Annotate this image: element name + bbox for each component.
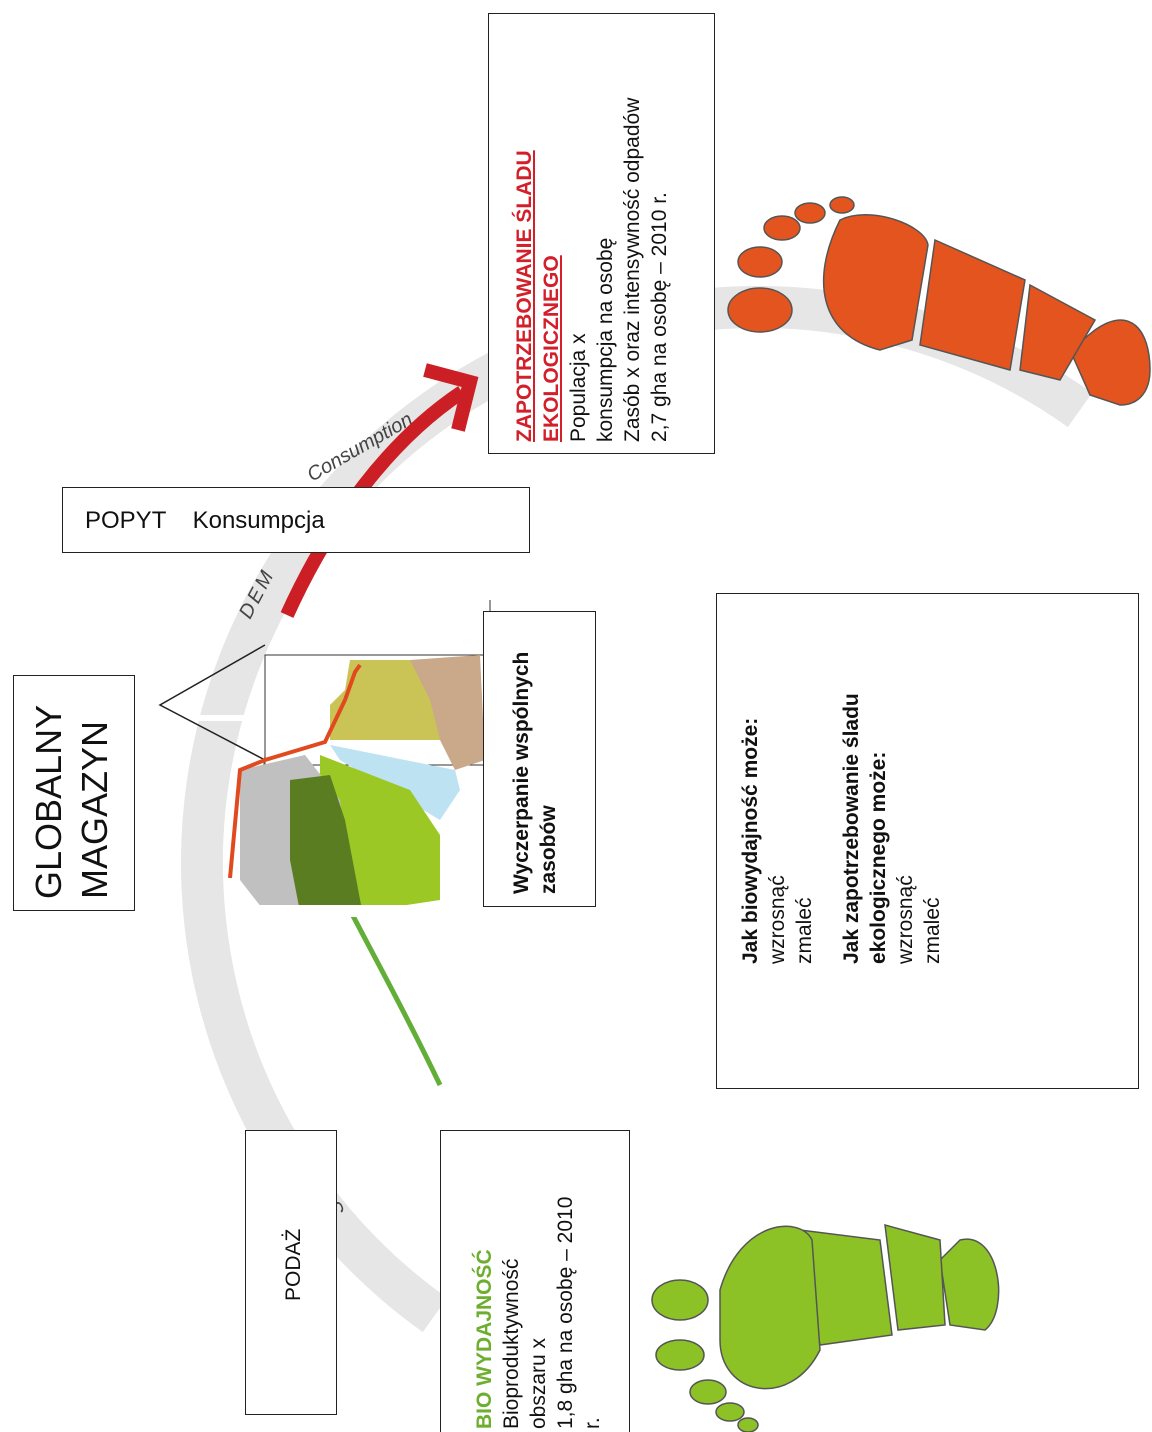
storehouse-title-line1: GLOBALNY	[28, 704, 69, 899]
biocapacity-title: BIO WYDAJNOŚĆ	[473, 1249, 496, 1429]
question1-option-increase: wzrosnąć	[766, 875, 789, 964]
question2-option-increase: wzrosnąć	[894, 875, 917, 964]
supply-box: PODAŻ	[245, 1130, 337, 1415]
biocapacity-line3: 1,8 gha na osobę – 2010	[554, 1196, 577, 1429]
footprint-line3: Zasób x oraz intensywność odpadów	[621, 97, 644, 442]
demand-label: POPYT Konsumpcja	[85, 507, 325, 534]
supply-label: PODAŻ	[282, 1228, 305, 1301]
question2-title-line1: Jak zapotrzebowanie śladu	[840, 693, 863, 964]
biocapacity-line2: obszaru x	[527, 1337, 550, 1429]
depletion-box: Wyczerpanie wspólnych zasobów	[483, 611, 596, 907]
footprint-box: ZAPOTRZEBOWANIE ŚLADU EKOLOGICZNEGO Popu…	[488, 13, 715, 454]
green-footprint-icon	[651, 1223, 1000, 1432]
footprint-title-line1: ZAPOTRZEBOWANIE ŚLADU	[513, 150, 536, 442]
biocapacity-line1: Bioproduktywność	[500, 1258, 523, 1429]
footprint-title-line2: EKOLOGICZNEGO	[540, 255, 563, 442]
storehouse-title-line2: MAGAZYN	[74, 720, 115, 899]
orange-footprint-icon	[727, 196, 1151, 406]
question-box: Jak biowydajność może: wzrosnąć zmaleć J…	[716, 593, 1139, 1089]
biocapacity-box: BIO WYDAJNOŚĆ Bioproduktywność obszaru x…	[440, 1130, 630, 1432]
demand-arrow-icon	[280, 363, 479, 618]
storehouse-title-box: GLOBALNY MAGAZYN	[13, 675, 135, 911]
question1-title: Jak biowydajność może:	[739, 717, 762, 964]
depletion-line1: Wyczerpanie wspólnych	[510, 651, 533, 894]
question2-title-line2: ekologicznego może:	[867, 751, 890, 964]
footprint-line2: konsumpcja na osobę	[594, 237, 617, 442]
depletion-line2: zasobów	[537, 805, 560, 894]
footprint-line4: 2,7 gha na osobę – 2010 r.	[648, 192, 671, 442]
footprint-line1: Populacja x	[567, 333, 590, 442]
demand-box: POPYT Konsumpcja	[62, 487, 530, 553]
question1-option-decrease: zmaleć	[793, 897, 816, 964]
question2-option-decrease: zmaleć	[921, 897, 944, 964]
biocapacity-line4: r.	[581, 1417, 604, 1429]
storehouse-icon	[158, 600, 491, 917]
